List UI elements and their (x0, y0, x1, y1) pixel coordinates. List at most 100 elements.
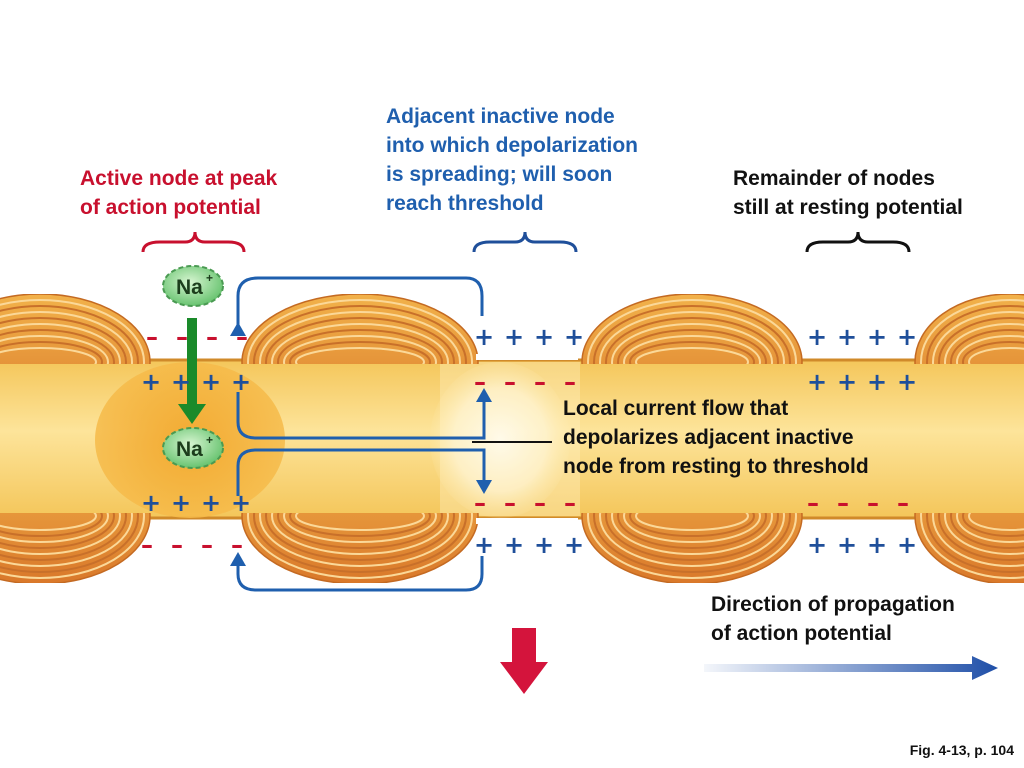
plus-charge: + (897, 368, 917, 396)
myelin-layer (956, 335, 1024, 364)
myelin-layer (0, 513, 145, 579)
na-ion-bottom: Na + (162, 427, 224, 469)
myelin-layer (962, 341, 1024, 364)
myelin-layer (962, 513, 1024, 537)
myelin-layer (289, 513, 431, 537)
plus-charge: + (171, 489, 191, 517)
myelin-layer (623, 513, 761, 543)
myelin-layer (265, 513, 455, 561)
minus-charge: – (534, 368, 546, 396)
plus-charge: + (474, 323, 494, 351)
myelin-layer (0, 323, 121, 364)
plus-charge: + (141, 489, 161, 517)
myelin-layer (605, 513, 779, 561)
plus-charge: + (504, 323, 524, 351)
myelin-layer (0, 513, 139, 573)
plus-charge: + (201, 368, 221, 396)
myelin-layer (920, 513, 1024, 579)
plus-charge: + (504, 531, 524, 559)
plus-charge: + (534, 531, 554, 559)
plus-charge: + (171, 368, 191, 396)
myelin-layer (968, 347, 1024, 364)
plus-charge: + (564, 531, 584, 559)
myelin-layer (0, 513, 121, 555)
myelin-layer (247, 299, 473, 364)
active-node-label: Active node at peak of action potential (80, 167, 278, 219)
minus-charge: – (474, 489, 486, 517)
myelin-layer (968, 513, 1024, 531)
local-current-label: Local current flow that depolarizes adja… (563, 397, 869, 478)
myelin-layer (605, 317, 779, 364)
na-ion-top-label: Na (176, 276, 203, 299)
plus-charge: + (141, 368, 161, 396)
myelin-layer (617, 329, 767, 364)
myelin-layer (277, 513, 443, 549)
myelin-layer (0, 513, 127, 561)
myelin-layer (277, 329, 443, 364)
adjacent-node-bracket (472, 231, 578, 253)
plus-charge: + (867, 368, 887, 396)
myelin-layer (599, 513, 785, 567)
myelin-layer (629, 341, 755, 364)
myelin-layer (0, 513, 103, 537)
plus-charge: + (837, 368, 857, 396)
myelin-layer (0, 513, 97, 531)
myelin-layer (283, 513, 437, 543)
minus-charge: – (504, 489, 516, 517)
myelin-layer (0, 513, 133, 567)
myelin-layer (295, 513, 425, 531)
na-influx-arrow (187, 318, 197, 410)
minus-charge: – (807, 489, 819, 517)
minus-charge: – (176, 323, 188, 351)
na-ion-top-charge: + (206, 271, 213, 285)
myelin-layer (259, 513, 461, 567)
myelin-bottom (0, 513, 1024, 583)
myelin-top (0, 294, 1024, 364)
myelin-layer (938, 513, 1024, 561)
myelin-layer (920, 299, 1024, 364)
membrane-charges: ––––++++++++++++––––++++++++––––––––––––… (141, 323, 917, 559)
myelin-layer (259, 311, 461, 364)
remainder-nodes-bracket (805, 231, 911, 253)
minus-charge: – (231, 531, 243, 559)
current-arrowheads (230, 322, 492, 566)
plus-charge: + (201, 489, 221, 517)
myelin-layer (593, 305, 791, 364)
myelin-layer (247, 513, 473, 579)
plus-charge: + (807, 531, 827, 559)
plus-charge: + (231, 368, 251, 396)
minus-charge: – (897, 489, 909, 517)
myelin-layer (623, 335, 761, 364)
myelin-layer (0, 299, 145, 364)
minus-charge: – (206, 323, 218, 351)
minus-charge: – (141, 531, 153, 559)
plus-charge: + (534, 323, 554, 351)
minus-charge: – (474, 368, 486, 396)
myelin-layer (0, 513, 115, 549)
myelin-layer (944, 323, 1024, 364)
figure-caption: Fig. 4-13, p. 104 (909, 742, 1014, 758)
myelin-layer (0, 311, 133, 364)
myelin-layer (0, 335, 109, 364)
myelin-layer (635, 347, 749, 364)
na-ion-bottom-charge: + (206, 433, 213, 447)
myelin-layer (617, 513, 767, 549)
myelin-layer (593, 513, 791, 573)
myelin-layer (926, 513, 1024, 573)
minus-charge: – (564, 489, 576, 517)
adjacent-node-region (430, 362, 570, 518)
myelin-layer (599, 311, 785, 364)
plus-charge: + (231, 489, 251, 517)
myelin-layer (271, 513, 449, 555)
myelin-layer (938, 317, 1024, 364)
plus-charge: + (807, 368, 827, 396)
myelin-layer (635, 513, 749, 531)
myelin-layer (587, 299, 797, 364)
myelin-layer (0, 513, 109, 543)
adjacent-node-label: Adjacent inactive node into which depola… (386, 105, 638, 215)
myelin-layer (253, 513, 467, 573)
myelin-layer (629, 513, 755, 537)
local-current-loops (236, 276, 486, 592)
direction-arrow (704, 656, 998, 680)
